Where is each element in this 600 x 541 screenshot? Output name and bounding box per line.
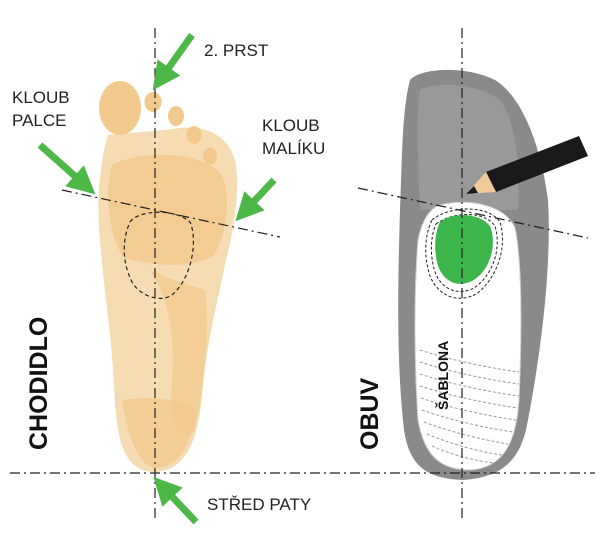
label-little-toe-joint-1: KLOUB [262, 116, 320, 135]
marker-outline-outer [425, 208, 503, 299]
foot-ball-zone [108, 154, 228, 265]
foot-joint-line [61, 189, 281, 238]
label-shoe-title: OBUV [356, 377, 384, 450]
arrow-little-toe-joint [235, 177, 277, 222]
fifth-toe [203, 147, 217, 165]
template-hatching [419, 349, 520, 464]
third-toe [168, 106, 184, 126]
second-toe [144, 92, 162, 112]
big-toe [99, 81, 141, 135]
label-second-toe: 2. PRST [204, 41, 268, 60]
label-little-toe-joint-2: MALÍKU [262, 139, 325, 158]
label-big-toe-joint-1: KLOUB [12, 88, 70, 107]
foot-arch-zone [150, 270, 207, 437]
foot-sole [98, 81, 238, 473]
label-heel-center: STŘED PATY [207, 495, 311, 514]
metatarsal-zone-dashed [123, 211, 195, 299]
label-foot-title: CHODIDLO [25, 317, 53, 450]
arrow-heel-center [153, 476, 199, 525]
marked-joint-green [435, 215, 493, 284]
label-template: ŠABLONA [434, 341, 451, 410]
fourth-toe [186, 126, 202, 144]
label-big-toe-joint-2: PALCE [12, 111, 67, 130]
pencil-lead [466, 186, 478, 194]
arrow-second-toe [152, 32, 195, 91]
pencil-icon [466, 136, 588, 194]
shoe-group [398, 69, 549, 481]
pencil-body [486, 136, 588, 192]
foot-heel-zone [122, 398, 196, 468]
arrow-big-toe-joint [37, 142, 96, 195]
green-arrow-icon [37, 32, 277, 525]
